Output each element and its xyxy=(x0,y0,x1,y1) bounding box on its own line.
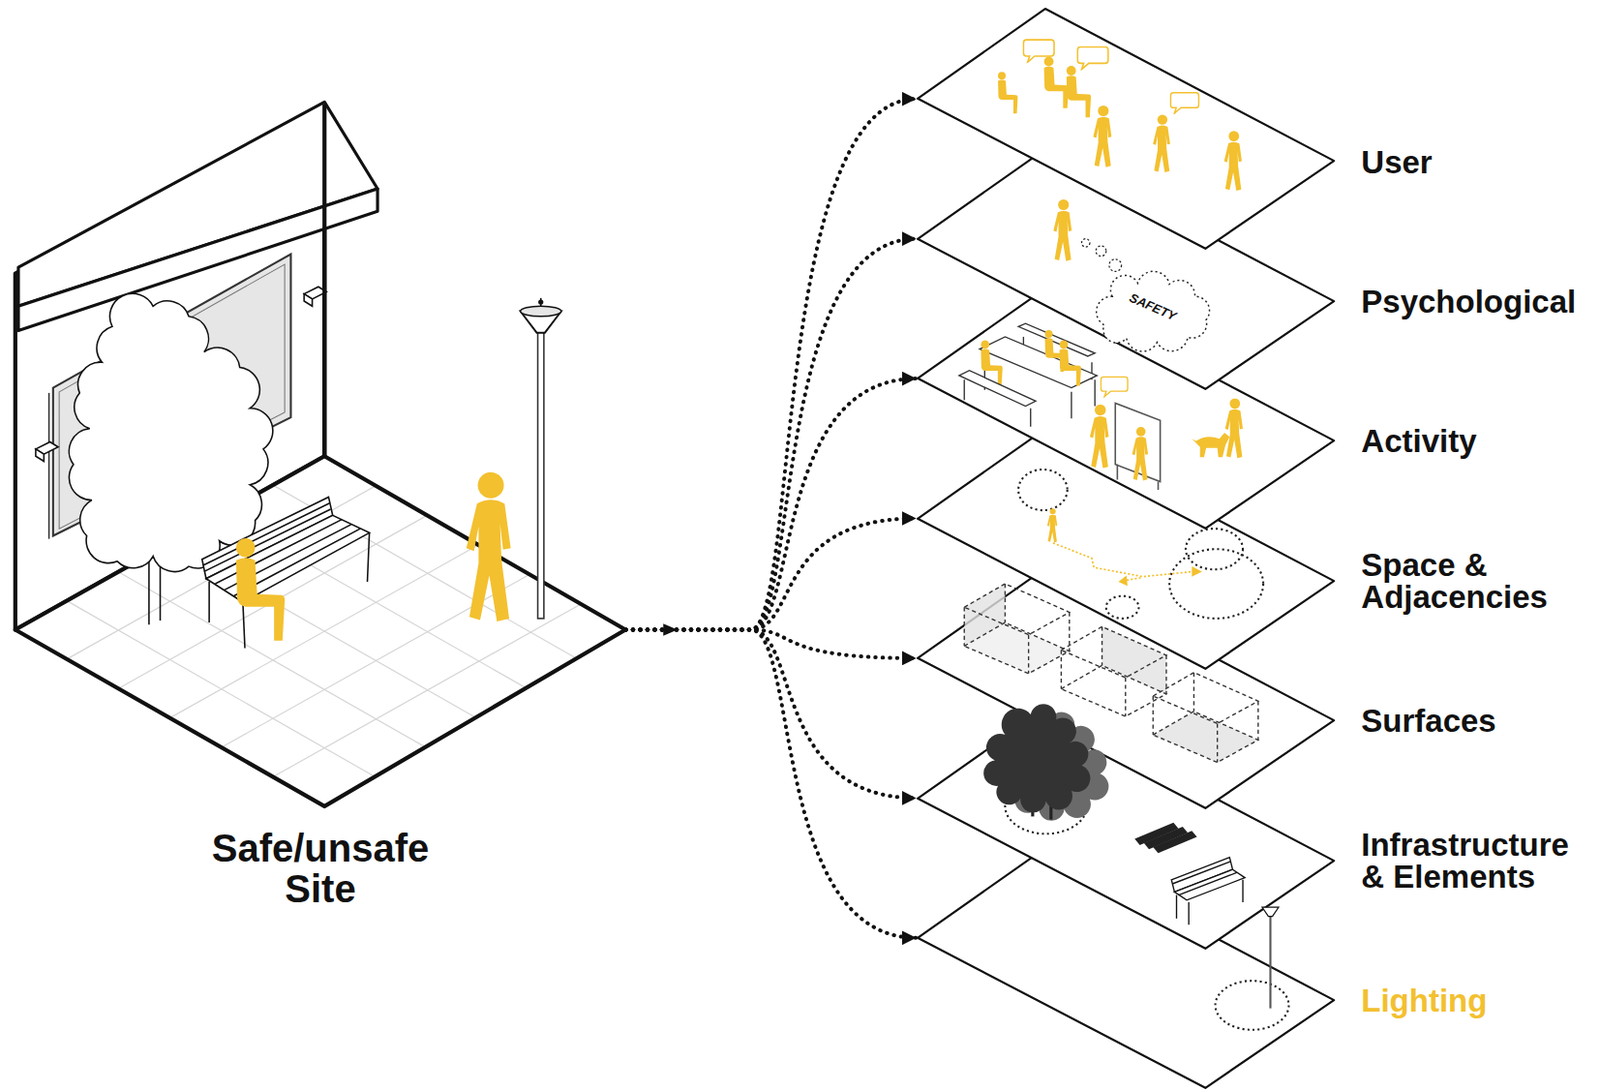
layer-label: Psychological xyxy=(1360,284,1594,317)
seated-person xyxy=(236,538,285,641)
site-awning xyxy=(18,188,378,332)
site-wall xyxy=(15,104,325,631)
connector-mid-arrow xyxy=(663,623,678,636)
connector-arrow xyxy=(625,518,916,631)
wall-light xyxy=(35,449,44,462)
site-bench xyxy=(224,524,352,590)
site-floor xyxy=(272,484,582,662)
site-label: Safe/unsafe Site xyxy=(194,827,447,909)
thought-cloud-outline xyxy=(1096,271,1210,352)
connector-arrow xyxy=(625,239,916,631)
site-floor xyxy=(118,514,427,689)
site-floor xyxy=(170,543,480,718)
layer-label: Infrastructure & Elements xyxy=(1360,828,1594,893)
site-awning xyxy=(18,101,378,331)
connector-arrow xyxy=(625,629,916,798)
site-floor xyxy=(66,484,582,778)
wall-light xyxy=(35,441,59,454)
site-lamp-post xyxy=(520,311,562,333)
site-bench xyxy=(208,581,211,623)
connector-arrow xyxy=(625,98,916,630)
layer-outline xyxy=(916,7,1335,250)
site-lamp-post xyxy=(538,328,544,618)
thought-cloud: SAFETY xyxy=(1091,273,1215,348)
site-wall xyxy=(15,104,325,631)
site-lamp-post xyxy=(540,298,543,306)
site-lamp-post xyxy=(520,298,562,619)
site-floor xyxy=(170,543,480,720)
layer-outline xyxy=(917,847,1334,1088)
site-tree xyxy=(159,550,162,621)
site-floor xyxy=(118,572,427,749)
site-floor xyxy=(221,573,531,748)
site-bench xyxy=(206,514,370,603)
layer-label: Lighting xyxy=(1360,984,1594,1017)
layer-label: Surfaces xyxy=(1360,704,1594,737)
site-bench xyxy=(204,509,332,572)
site-floor xyxy=(15,455,626,807)
layer-label: Activity xyxy=(1360,424,1594,457)
walking-person xyxy=(466,472,512,622)
site-frame: Safe/unsafe Site xyxy=(15,101,626,806)
site-lamp-post xyxy=(520,305,562,317)
connector-mid-arrow xyxy=(663,623,678,636)
site-bench xyxy=(233,528,361,597)
site-bench xyxy=(214,519,342,584)
site-tree xyxy=(68,293,272,572)
connector-arrow xyxy=(625,629,916,659)
site-bench xyxy=(203,503,331,566)
site-tree xyxy=(148,550,151,625)
wall-light xyxy=(35,286,327,461)
site-bench xyxy=(242,602,245,648)
site-floor xyxy=(66,485,376,660)
lighting-layer-icons xyxy=(1262,906,1279,916)
site-window xyxy=(49,254,292,540)
site-floor xyxy=(272,603,582,777)
wall-light xyxy=(303,294,312,307)
site-floor xyxy=(15,455,626,807)
walking-person xyxy=(466,472,512,622)
site-window xyxy=(53,254,292,537)
layer-plane: User xyxy=(916,7,1335,250)
site-bench xyxy=(202,496,333,578)
connector-arrow xyxy=(625,629,916,937)
layer-label: User xyxy=(1360,145,1594,178)
site-bench xyxy=(202,496,370,648)
site-bench xyxy=(332,514,334,551)
site-window xyxy=(59,264,285,529)
site-tree xyxy=(68,293,272,625)
seated-person xyxy=(236,538,285,641)
connector-arrow xyxy=(625,378,916,630)
site-window xyxy=(48,392,51,540)
site-floor xyxy=(66,601,376,778)
site-floor xyxy=(322,104,327,457)
layer-label: Space & Adjacencies xyxy=(1360,548,1594,613)
site-floor xyxy=(15,104,626,807)
wall-light xyxy=(303,286,327,300)
site-floor xyxy=(221,513,531,691)
site-lamp-post xyxy=(538,299,544,304)
site-bench xyxy=(367,532,370,582)
site-awning xyxy=(18,101,378,306)
